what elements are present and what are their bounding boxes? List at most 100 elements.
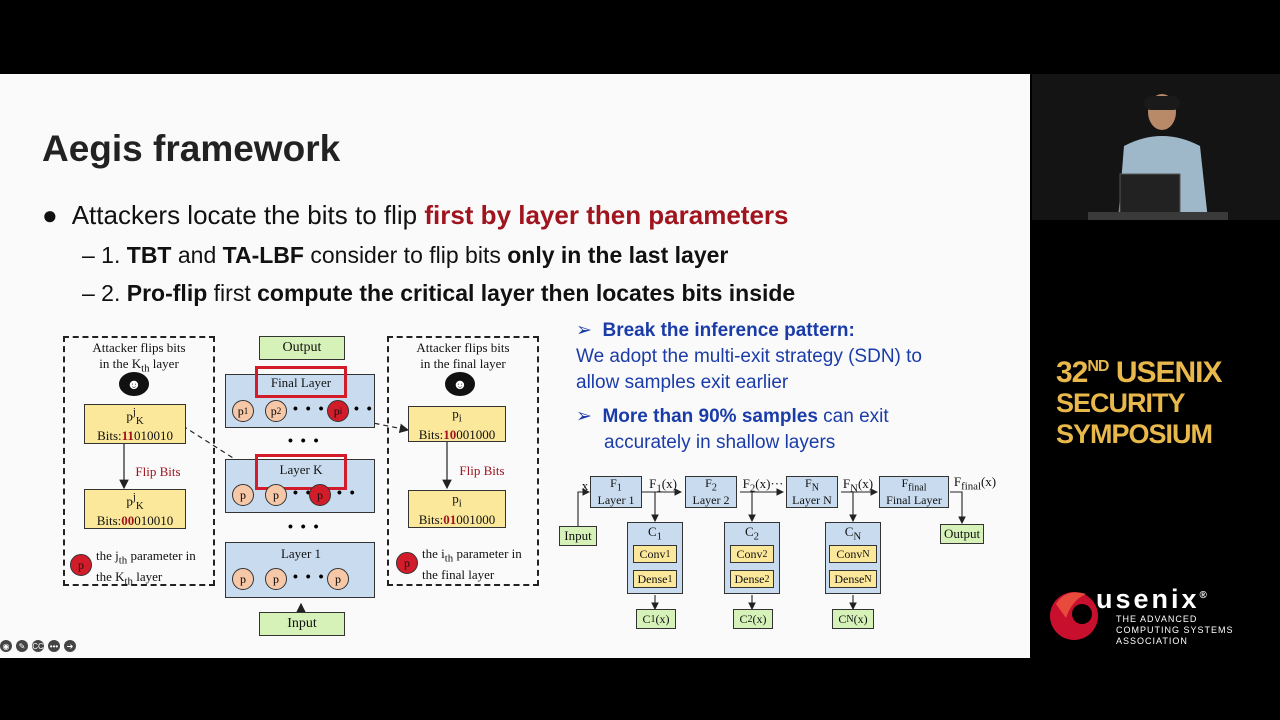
f1s: 1 xyxy=(616,482,622,494)
ll2s: th xyxy=(124,575,133,588)
usenix-tm: ® xyxy=(1199,590,1210,601)
legend-param-icon: p xyxy=(70,554,92,576)
final-layer-label: Final Layer xyxy=(270,375,332,390)
usenix-wordmark: usenix® xyxy=(1096,584,1210,615)
convns: N xyxy=(862,548,870,560)
rbb1p: Bits: xyxy=(418,426,444,442)
f2-name: F2 xyxy=(705,476,717,494)
c2-label: C2 xyxy=(724,524,780,545)
param-box-after: pjK Bits:00010010 xyxy=(84,489,186,529)
layer-2-node: F2 Layer 2 xyxy=(685,476,737,508)
layer-n-node: FN Layer N xyxy=(786,476,838,508)
bullet-main-text: Attackers locate the bits to flip xyxy=(71,200,425,230)
arrow-icon: ➢ xyxy=(576,320,592,341)
bits-before: Bits:11010010 xyxy=(97,428,173,443)
vertical-dots-2: • • • xyxy=(288,518,321,534)
sub-bullet-1: – 1. TBT and TA-LBF consider to flip bit… xyxy=(82,242,728,269)
final-bits-before: Bits:10001000 xyxy=(419,427,496,442)
devil-icon: ☻ xyxy=(119,372,149,396)
more-icon[interactable]: ••• xyxy=(48,640,60,652)
sdn-output-node: Output xyxy=(940,524,984,544)
rbb1rest: 001000 xyxy=(456,426,496,442)
final-param-before: pi Bits:10001000 xyxy=(408,406,506,442)
lc2a: in the K xyxy=(99,356,142,371)
cn-label: CN xyxy=(825,524,881,545)
left-legend: the j th parameter in the Kth layer xyxy=(96,548,212,589)
fnxs: N xyxy=(850,482,858,495)
f1xs: 1 xyxy=(656,482,662,495)
bb1r: 11 xyxy=(121,428,134,444)
f2s: 2 xyxy=(711,482,717,494)
flip-bits-label-right: Flip Bits xyxy=(459,463,505,478)
player-controls: ◉ ✎ CC ••• ➔ xyxy=(0,640,76,652)
ll1: the j xyxy=(96,548,119,563)
final-layer-highlight xyxy=(255,366,347,398)
left-legend-2: the Kth layer xyxy=(96,569,212,590)
bb1rest: 010010 xyxy=(133,428,173,444)
bb2rest: 010010 xyxy=(134,513,174,529)
record-icon[interactable]: ◉ xyxy=(0,640,12,652)
left-dashed-panel xyxy=(63,336,215,586)
lc2end: layer xyxy=(149,356,179,371)
rc2: in the final layer xyxy=(420,356,506,371)
ffinal-name: Ffinal xyxy=(901,476,927,494)
fn-name: FN xyxy=(805,476,819,494)
right-caption: Attacker flips bits in the final layer xyxy=(392,340,534,372)
ev-num: 32 xyxy=(1056,356,1088,389)
event-line-2: SECURITY SYMPOSIUM xyxy=(1056,388,1213,449)
ut2: COMPUTING SYSTEMS xyxy=(1116,625,1234,635)
bullet-main: ●Attackers locate the bits to flip first… xyxy=(42,200,789,231)
conv2s: 2 xyxy=(762,548,768,560)
event-logo: 32ND USENIX SECURITY SYMPOSIUM xyxy=(1056,356,1280,450)
right-legend: the ith parameter in the final layer xyxy=(422,546,538,583)
rbb2rest: 001000 xyxy=(456,511,496,527)
conv1: Conv xyxy=(639,546,666,561)
vertical-dots: • • • xyxy=(288,432,321,448)
input-node: Input xyxy=(259,612,345,636)
captions-icon[interactable]: CC xyxy=(32,640,44,652)
sub1-b3: only in the last layer xyxy=(507,242,729,268)
param-12: p xyxy=(265,568,287,590)
param-k-label-2: pjK xyxy=(126,490,143,514)
layer-k-highlight xyxy=(255,454,347,490)
fnx-label: FN(x) xyxy=(838,476,878,497)
pia: p xyxy=(333,403,340,418)
right-dashed-panel xyxy=(387,336,539,586)
bb2r: 00 xyxy=(121,513,135,529)
ellipsis: • • • xyxy=(293,400,326,416)
ellipsis-5: • • • xyxy=(293,568,326,584)
pen-icon[interactable]: ✎ xyxy=(16,640,28,652)
c1xs: 1 xyxy=(650,613,656,625)
p2as: 2 xyxy=(276,406,282,416)
legend-pi-icon: p xyxy=(396,552,418,574)
rb2s: i xyxy=(458,497,462,510)
sub-bullet-2: – 2. Pro-flip first compute the critical… xyxy=(82,280,795,307)
f1l: F xyxy=(610,475,617,490)
c2s: 2 xyxy=(753,530,760,543)
ev-rest: USENIX xyxy=(1108,356,1223,389)
p1l3: allow samples exit earlier xyxy=(576,372,789,393)
event-line-1: 32ND USENIX xyxy=(1056,356,1280,390)
param-k-label: pjK xyxy=(126,405,143,429)
sub1-talbf: TA-LBF xyxy=(222,242,304,268)
ll2: the K xyxy=(96,568,125,584)
ffx: F xyxy=(953,474,962,489)
point-2-line-1: ➢ More than 90% samples can exit xyxy=(576,404,889,430)
dense2s: 2 xyxy=(764,573,770,585)
pb1sup: j xyxy=(132,405,136,418)
sub2-proflip: Pro-flip xyxy=(126,280,208,306)
pias: i xyxy=(339,406,343,416)
bullet-dot-icon: ● xyxy=(42,200,58,230)
devil-icon-right: ☻ xyxy=(445,372,475,396)
ll1e: parameter in xyxy=(127,548,196,563)
next-icon[interactable]: ➔ xyxy=(64,640,76,652)
ffs: final xyxy=(908,482,927,494)
rl2: the final layer xyxy=(422,566,495,582)
c2xe: (x) xyxy=(752,611,767,626)
finallayerl: Final Layer xyxy=(886,493,942,508)
